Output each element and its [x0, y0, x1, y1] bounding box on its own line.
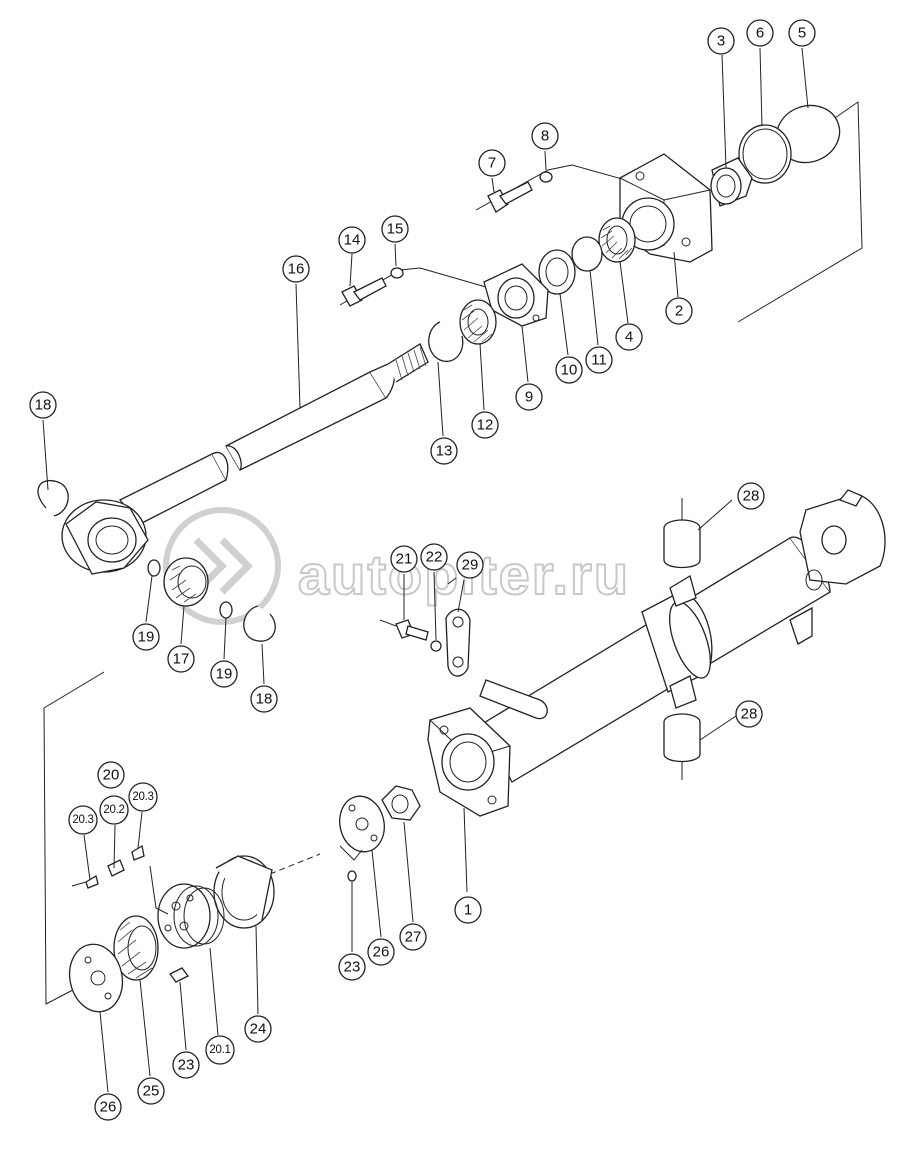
svg-text:12: 12 [477, 417, 494, 434]
svg-text:20.3: 20.3 [72, 814, 93, 826]
svg-text:2: 2 [675, 303, 683, 320]
svg-text:17: 17 [173, 651, 190, 668]
callout-26-lower: 26 [94, 1093, 122, 1121]
svg-text:23: 23 [178, 1057, 195, 1074]
callout-25: 25 [137, 1077, 165, 1105]
callout-23-upper: 23 [338, 953, 366, 981]
svg-text:15: 15 [387, 221, 404, 238]
callout-19-left: 19 [132, 623, 160, 651]
callout-18-upper: 18 [29, 391, 57, 419]
svg-text:20: 20 [103, 767, 120, 784]
callout-2: 2 [665, 297, 693, 325]
callout-11: 11 [585, 346, 613, 374]
svg-text:14: 14 [344, 232, 361, 249]
callout-26-upper: 26 [367, 938, 395, 966]
svg-text:20.1: 20.1 [209, 1044, 230, 1056]
svg-text:24: 24 [250, 1021, 267, 1038]
callout-6: 6 [746, 19, 774, 47]
callout-9: 9 [515, 383, 543, 411]
callout-22: 22 [420, 543, 448, 571]
callout-21: 21 [390, 545, 418, 573]
callout-20-3-right: 20.3 [128, 782, 158, 812]
callout-19-right: 19 [210, 660, 238, 688]
svg-text:28: 28 [741, 706, 758, 723]
svg-text:6: 6 [756, 25, 764, 42]
callout-7: 7 [478, 149, 506, 177]
callout-10: 10 [555, 356, 583, 384]
callout-27: 27 [399, 923, 427, 951]
svg-text:7: 7 [488, 155, 496, 172]
parts-lower [43, 489, 886, 1013]
svg-text:26: 26 [100, 1099, 117, 1116]
callout-15: 15 [381, 215, 409, 243]
svg-text:1: 1 [464, 902, 472, 919]
svg-text:23: 23 [344, 959, 361, 976]
svg-text:19: 19 [216, 666, 233, 683]
svg-text:25: 25 [143, 1083, 160, 1100]
callout-20: 20 [97, 761, 125, 789]
callout-5: 5 [788, 19, 816, 47]
svg-text:20.3: 20.3 [132, 791, 153, 803]
callout-29: 29 [456, 551, 484, 579]
leader-lines [42, 47, 809, 1093]
svg-text:21: 21 [396, 551, 413, 568]
callout-16: 16 [282, 255, 310, 283]
svg-text:20.2: 20.2 [103, 804, 124, 816]
callout-4: 4 [615, 323, 643, 351]
svg-text:29: 29 [462, 557, 479, 574]
callout-28-lower: 28 [735, 700, 763, 728]
svg-text:5: 5 [798, 25, 806, 42]
svg-text:18: 18 [35, 397, 52, 414]
callout-17: 17 [167, 645, 195, 673]
callout-18-lower: 18 [250, 685, 278, 713]
callout-1: 1 [454, 896, 482, 924]
svg-text:9: 9 [525, 389, 533, 406]
callout-13: 13 [430, 437, 458, 465]
callout-24: 24 [244, 1015, 272, 1043]
svg-text:10: 10 [561, 362, 578, 379]
svg-text:3: 3 [717, 33, 725, 50]
parts-upper [37, 101, 863, 642]
callout-8: 8 [531, 122, 559, 150]
callout-12: 12 [471, 411, 499, 439]
callout-20-3-left: 20.3 [68, 805, 98, 835]
callout-23-lower: 23 [172, 1051, 200, 1079]
svg-text:28: 28 [743, 488, 760, 505]
callout-20-2: 20.2 [99, 795, 129, 825]
svg-text:4: 4 [625, 329, 633, 346]
svg-text:22: 22 [426, 549, 443, 566]
callout-28-upper: 28 [737, 482, 765, 510]
svg-text:26: 26 [373, 944, 390, 961]
svg-text:19: 19 [138, 629, 155, 646]
callout-14: 14 [338, 226, 366, 254]
svg-text:11: 11 [591, 352, 607, 369]
callout-3: 3 [707, 27, 735, 55]
svg-text:13: 13 [436, 443, 453, 460]
callout-20-1: 20.1 [205, 1035, 235, 1065]
svg-text:16: 16 [288, 261, 305, 278]
svg-text:18: 18 [256, 691, 273, 708]
svg-text:8: 8 [541, 128, 549, 145]
svg-text:27: 27 [405, 929, 422, 946]
